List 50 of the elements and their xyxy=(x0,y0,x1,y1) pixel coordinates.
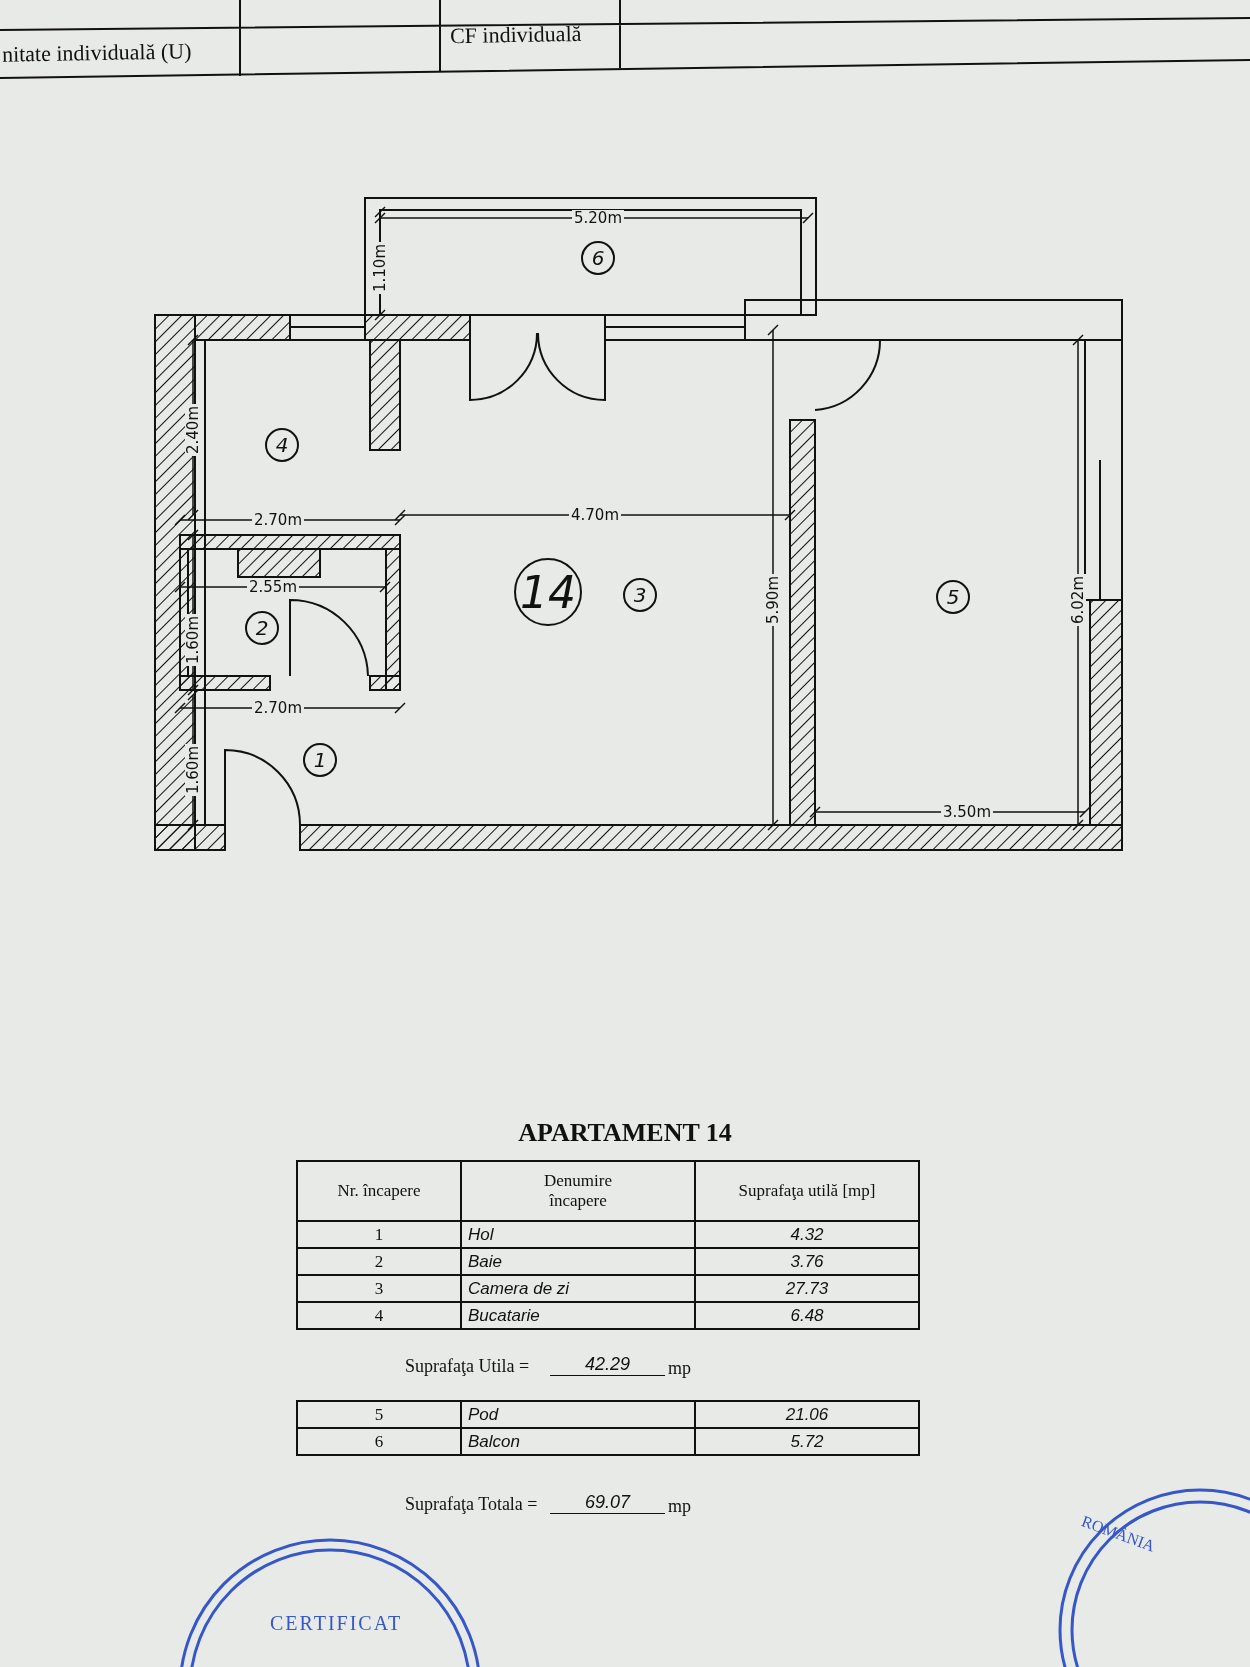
table-cell-text: Balcon xyxy=(468,1431,520,1451)
table-cell-text: CF individuală xyxy=(449,20,582,50)
dimension-label: 2.70m xyxy=(252,512,304,528)
room-number: 4 xyxy=(265,428,299,462)
unit-label: mp xyxy=(668,1358,691,1379)
dimension-label: 1.60m xyxy=(185,614,201,666)
table-cell-text: Bucatarie xyxy=(468,1305,540,1325)
table-cell-text: 21.06 xyxy=(785,1404,829,1424)
dimension-label: 6.02m xyxy=(1070,574,1086,626)
dimension-label: 4.70m xyxy=(569,507,621,523)
dimension-label: 1.10m xyxy=(372,242,388,294)
table-cell-text: 6 xyxy=(374,1431,384,1451)
table-cell-text: Pod xyxy=(468,1404,499,1424)
table-cell-text: 4 xyxy=(374,1305,384,1325)
table-cell-text: nitate individuală (U) xyxy=(1,38,192,68)
room-number: 6 xyxy=(581,241,615,275)
apartment-number: 14 xyxy=(514,558,582,626)
dimension-label: 2.40m xyxy=(185,404,201,456)
stamp-text: CERTIFICAT xyxy=(270,1612,403,1635)
room-number: 2 xyxy=(245,611,279,645)
column-header: Suprafaţa utilă [mp] xyxy=(738,1181,876,1201)
table-cell-text: Baie xyxy=(468,1251,503,1271)
table-cell-text: 1 xyxy=(374,1224,384,1244)
total-value: 69.07 xyxy=(550,1492,665,1514)
total-value: 42.29 xyxy=(550,1354,665,1376)
dimension-label: 2.55m xyxy=(247,579,299,595)
table-cell-text: 3.76 xyxy=(790,1251,824,1271)
column-header: Denumire încapere xyxy=(543,1171,613,1211)
column-header: Nr. încapere xyxy=(337,1181,421,1201)
room-number: 5 xyxy=(936,580,970,614)
table-cell-text: 2 xyxy=(374,1251,384,1271)
total-label: Suprafaţa Totala = xyxy=(405,1494,538,1515)
table-cell-text: Camera de zi xyxy=(468,1278,570,1298)
room-number: 1 xyxy=(303,743,337,777)
table-title: APARTAMENT 14 xyxy=(518,1118,732,1148)
dimension-label: 5.20m xyxy=(572,210,624,226)
total-label: Suprafaţa Utila = xyxy=(405,1356,530,1377)
room-number: 3 xyxy=(623,578,657,612)
table-cell-text: 6.48 xyxy=(790,1305,824,1325)
table-cell-text: 4.32 xyxy=(790,1224,824,1244)
table-cell-text: 5.72 xyxy=(790,1431,824,1451)
dimension-label: 2.70m xyxy=(252,700,304,716)
unit-label: mp xyxy=(668,1496,691,1517)
dimension-label: 5.90m xyxy=(765,574,781,626)
table-cell-text: 27.73 xyxy=(785,1278,829,1298)
dimension-label: 1.60m xyxy=(185,744,201,796)
table-cell-text: 3 xyxy=(374,1278,384,1298)
dimension-label: 3.50m xyxy=(941,804,993,820)
table-cell-text: Hol xyxy=(468,1224,494,1244)
table-cell-text: 5 xyxy=(374,1404,384,1424)
